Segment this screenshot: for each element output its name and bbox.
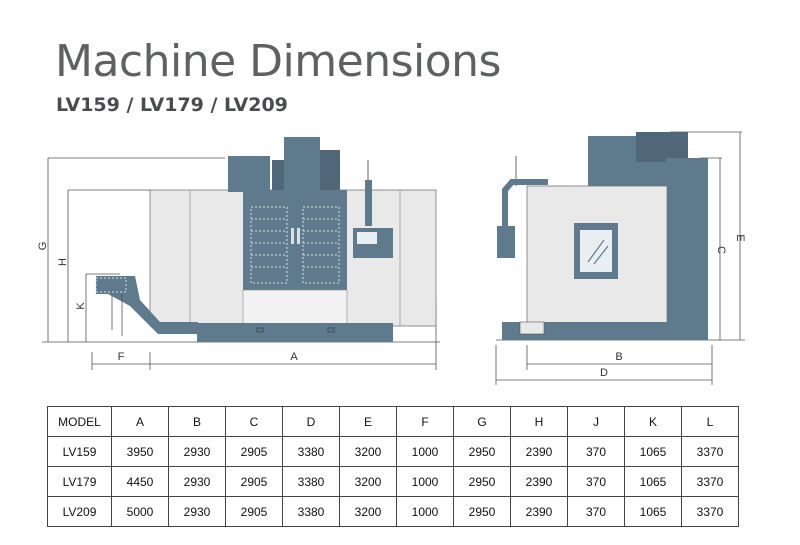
- cell-e: 3200: [339, 436, 397, 467]
- cell-f: 1000: [396, 496, 454, 527]
- cell-model: LV209: [47, 496, 112, 527]
- cell-k: 1065: [624, 436, 682, 467]
- cell-l: 3370: [681, 436, 739, 467]
- machine-drawing: G H K F A: [37, 131, 746, 385]
- cell-e: 3200: [339, 496, 397, 527]
- cell-h: 2390: [510, 436, 568, 467]
- col-header-b: B: [168, 406, 226, 437]
- cell-c: 2905: [225, 436, 283, 467]
- table-header-row: MODEL A B C D E F G H J K L: [47, 406, 739, 437]
- cell-a: 3950: [111, 436, 169, 467]
- cell-j: 370: [567, 436, 625, 467]
- dim-b-label: B: [615, 351, 622, 363]
- page-title: Machine Dimensions: [55, 36, 501, 87]
- col-header-e: E: [339, 406, 397, 437]
- col-header-g: G: [453, 406, 511, 437]
- cell-d: 3380: [282, 466, 340, 497]
- table-row: LV209 5000 2930 2905 3380 3200 1000 2950…: [47, 496, 739, 527]
- col-header-a: A: [111, 406, 169, 437]
- cell-model: LV179: [47, 466, 112, 497]
- cell-b: 2930: [168, 466, 226, 497]
- cell-k: 1065: [624, 466, 682, 497]
- dim-g-label: G: [37, 242, 49, 251]
- cell-g: 2950: [453, 496, 511, 527]
- cell-e: 3200: [339, 466, 397, 497]
- col-header-model: MODEL: [47, 406, 112, 437]
- front-view: G H K F A: [37, 137, 440, 370]
- dim-e-label: E: [734, 234, 746, 241]
- col-header-l: L: [681, 406, 739, 437]
- cell-d: 3380: [282, 496, 340, 527]
- cell-model: LV159: [47, 436, 112, 467]
- cell-h: 2390: [510, 466, 568, 497]
- dim-f-label: F: [118, 351, 125, 363]
- col-header-h: H: [510, 406, 568, 437]
- cell-c: 2905: [225, 466, 283, 497]
- cell-j: 370: [567, 496, 625, 527]
- dimensions-table: MODEL A B C D E F G H J K L LV159 3950 2…: [47, 406, 739, 527]
- col-header-j: J: [567, 406, 625, 437]
- dim-c-label: C: [715, 246, 727, 254]
- cell-l: 3370: [681, 496, 739, 527]
- cell-j: 370: [567, 466, 625, 497]
- dim-h-label: H: [57, 258, 69, 266]
- cell-l: 3370: [681, 466, 739, 497]
- cell-k: 1065: [624, 496, 682, 527]
- table-row: LV179 4450 2930 2905 3380 3200 1000 2950…: [47, 466, 739, 497]
- cell-b: 2930: [168, 436, 226, 467]
- cell-h: 2390: [510, 496, 568, 527]
- cell-b: 2930: [168, 496, 226, 527]
- side-view: C E B D: [495, 131, 746, 385]
- model-subtitle: LV159 / LV179 / LV209: [56, 94, 288, 116]
- cell-f: 1000: [396, 436, 454, 467]
- cell-g: 2950: [453, 466, 511, 497]
- col-header-d: D: [282, 406, 340, 437]
- cell-c: 2905: [225, 496, 283, 527]
- dim-d-label: D: [600, 367, 608, 379]
- dim-a-label: A: [290, 351, 298, 363]
- table-row: LV159 3950 2930 2905 3380 3200 1000 2950…: [47, 436, 739, 467]
- cell-f: 1000: [396, 466, 454, 497]
- col-header-k: K: [624, 406, 682, 437]
- cell-a: 5000: [111, 496, 169, 527]
- col-header-c: C: [225, 406, 283, 437]
- cell-d: 3380: [282, 436, 340, 467]
- cell-a: 4450: [111, 466, 169, 497]
- dim-k-label: K: [75, 302, 87, 310]
- cell-g: 2950: [453, 436, 511, 467]
- col-header-f: F: [396, 406, 454, 437]
